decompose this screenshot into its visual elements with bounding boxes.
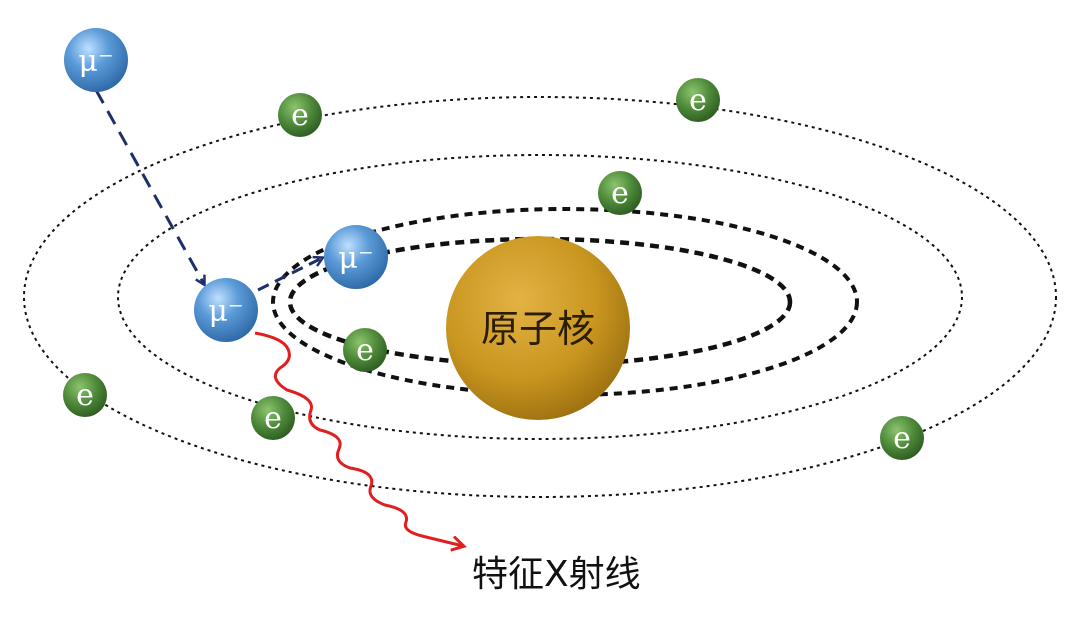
muon-path-incoming	[94, 89, 204, 284]
electron: e	[278, 93, 322, 137]
electron: e	[598, 171, 642, 215]
muon-label: μ⁻	[78, 44, 113, 79]
orbit-outer	[23, 96, 1057, 498]
nucleus: 原子核	[446, 236, 630, 420]
electron-icon	[880, 416, 924, 460]
electron-label: e	[264, 401, 282, 436]
electron-icon	[278, 93, 322, 137]
electron: e	[63, 373, 107, 417]
electron-icon	[251, 396, 295, 440]
muon-label: μ⁻	[208, 294, 243, 329]
muon-icon	[194, 278, 258, 342]
muon-icon	[324, 225, 388, 289]
electron-icon	[343, 328, 387, 372]
muon-lower-orbit: μ⁻	[324, 225, 388, 289]
muon-icon	[64, 28, 128, 92]
muon-captured: μ⁻	[194, 278, 258, 342]
electron-label: e	[611, 176, 629, 211]
electron: e	[343, 328, 387, 372]
nucleus-icon	[446, 236, 630, 420]
electron-label: e	[893, 421, 911, 456]
electron-label: e	[689, 83, 707, 118]
electron-icon	[676, 78, 720, 122]
electron: e	[251, 396, 295, 440]
electron-label: e	[76, 378, 94, 413]
electron: e	[676, 78, 720, 122]
nucleus-label: 原子核	[481, 307, 595, 351]
muon-label: μ⁻	[338, 241, 373, 276]
electron-label: e	[356, 333, 374, 368]
xray-label: 特征X射线	[472, 554, 641, 595]
electron-icon	[598, 171, 642, 215]
electron-label: e	[291, 98, 309, 133]
muon-incoming: μ⁻	[64, 28, 128, 92]
electron: e	[880, 416, 924, 460]
electron-icon	[63, 373, 107, 417]
orbit-second	[117, 154, 963, 440]
orbit-muon-inner	[287, 236, 793, 368]
muon-path-cascade	[257, 258, 322, 292]
xray-emission-path	[254, 331, 463, 546]
